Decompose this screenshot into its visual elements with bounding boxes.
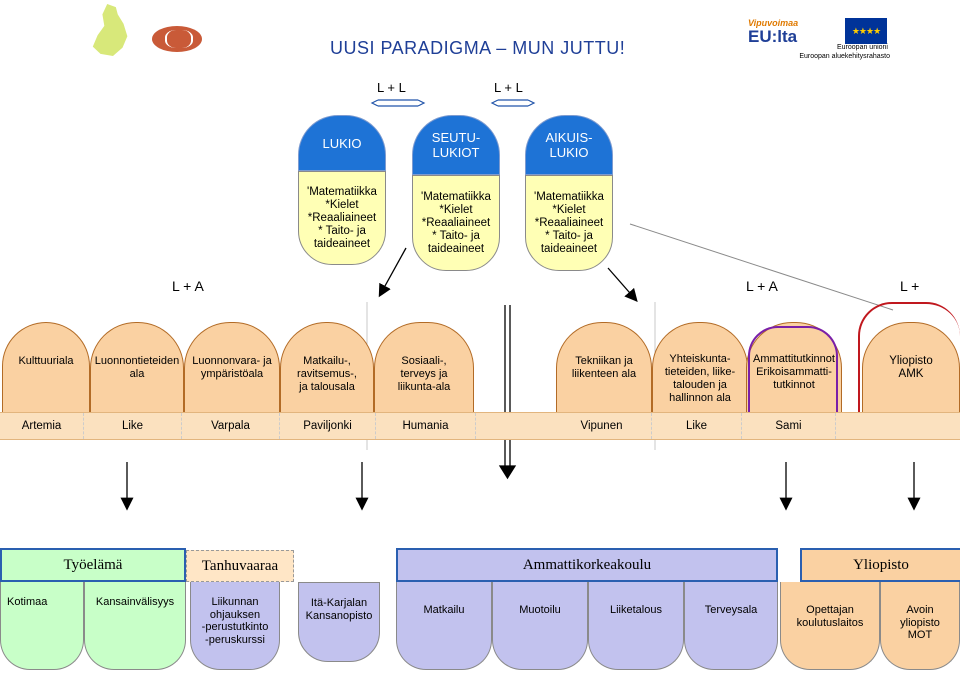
- band-item: Paviljonki: [280, 413, 376, 439]
- school-header-seutulukiot: SEUTU- LUKIOT: [412, 115, 500, 175]
- bottom-item-ita-karjala: Itä-Karjalan Kansanopisto: [298, 582, 380, 662]
- field-label-luonnontieteet: Luonnontieteiden ala: [94, 355, 180, 380]
- bottom-item-opettajankoulutus: Opettajan koulutuslaitos: [780, 582, 880, 670]
- field-label-sosiaali: Sosiaali-, terveys ja liikunta-ala: [397, 355, 451, 393]
- figure-emblem-logo: [152, 26, 202, 52]
- band-item: Humania: [376, 413, 476, 439]
- line-to-yliopisto: [629, 223, 894, 311]
- band-item: Like: [84, 413, 182, 439]
- double-arrow-icon-left: [370, 99, 426, 107]
- bottom-item-matkailu: Matkailu: [396, 582, 492, 670]
- field-arch-luonnontieteet: Luonnontieteiden ala: [90, 322, 184, 412]
- field-label-ammattitutkinnot: Ammattitutkinnot Erikoisammatti- tutkinn…: [753, 353, 835, 391]
- center-double-arrow: [498, 305, 517, 480]
- field-label-matkailu: Matkailu-, ravitsemus-, ja talousala: [297, 355, 357, 393]
- band-item: Sami: [742, 413, 836, 439]
- connector-ll-left: L + L: [377, 80, 406, 95]
- bottom-item-liiketalous: Liiketalous: [588, 582, 684, 670]
- connector-la-right: L +: [900, 278, 920, 294]
- field-arch-sosiaali: Sosiaali-, terveys ja liikunta-ala: [374, 322, 474, 412]
- double-arrow-icon-right: [490, 99, 536, 107]
- connector-la-mid: L + A: [746, 278, 778, 294]
- bottom-item-avoin-yliopisto: Avoin yliopisto MOT: [880, 582, 960, 670]
- field-label-yhteiskunta: Yhteiskunta- tieteiden, liike- talouden …: [664, 353, 736, 404]
- bottom-head-tanhuvaara: Tanhuvaaraa: [186, 550, 294, 582]
- bottom-head-yliopisto: Yliopisto: [800, 548, 960, 582]
- emblem-figure-icon: [165, 30, 193, 48]
- band-gap: [836, 413, 960, 439]
- band-item: Like: [652, 413, 742, 439]
- page-title: UUSI PARADIGMA – MUN JUTTU!: [330, 38, 626, 58]
- bottom-head-amk: Ammattikorkeakoulu: [396, 548, 778, 582]
- field-arch-yhteiskunta: Yhteiskunta- tieteiden, liike- talouden …: [652, 322, 748, 412]
- band-item: Varpala: [182, 413, 280, 439]
- eu-flag-icon: ★★★★: [845, 18, 887, 44]
- school-subjects-seutulukiot: 'Matematiikka *Kielet *Reaaliaineet * Ta…: [412, 175, 500, 271]
- ammatti-outline-purple: [748, 326, 838, 412]
- field-label-tekniikka: Tekniikan ja liikenteen ala: [571, 355, 637, 380]
- school-header-aikuislukio: AIKUIS- LUKIO: [525, 115, 613, 175]
- bottom-item-liikunnan-ohjaus: Liikunnan ohjauksen -perustutkinto -peru…: [190, 582, 280, 670]
- arrow-aikuis-down: [607, 267, 638, 302]
- school-subjects-aikuislukio: 'Matematiikka *Kielet *Reaaliaineet * Ta…: [525, 175, 613, 271]
- connector-la-left: L + A: [172, 278, 204, 294]
- field-label-yliopisto: Yliopisto AMK: [889, 355, 933, 380]
- vipuvoima-logo: Vipuvoimaa EU:lta: [748, 18, 838, 46]
- field-label-luonnonvara: Luonnonvara- ja ympäristöala: [192, 355, 272, 380]
- band-item: Artemia: [0, 413, 84, 439]
- bottom-item-kotimaa: Kotimaa: [0, 582, 84, 670]
- bottom-item-muotoilu: Muotoilu: [492, 582, 588, 670]
- connector-ll-right: L + L: [494, 80, 523, 95]
- eu-caption-line1: Euroopan unioni: [837, 44, 888, 51]
- band-item: Vipunen: [552, 413, 652, 439]
- field-arch-matkailu: Matkailu-, ravitsemus-, ja talousala: [280, 322, 374, 412]
- vipuvoima-text: Vipuvoimaa: [748, 18, 799, 28]
- band-gap: [476, 413, 552, 439]
- bottom-item-terveysala: Terveysala: [684, 582, 778, 670]
- field-arch-luonnonvara: Luonnonvara- ja ympäristöala: [184, 322, 280, 412]
- arrow-lukio-down: [378, 247, 407, 298]
- bottom-item-kansainvalisyys: Kansainvälisyys: [84, 582, 186, 670]
- field-arch-kulttuuriala: Kulttuuriala: [2, 322, 90, 412]
- school-subjects-lukio: 'Matematiikka *Kielet *Reaaliaineet * Ta…: [298, 171, 386, 265]
- field-arch-yliopisto: Yliopisto AMK: [862, 322, 960, 412]
- bottom-head-tyoelama: Työelämä: [0, 548, 186, 582]
- field-arch-tekniikka: Tekniikan ja liikenteen ala: [556, 322, 652, 412]
- eu-caption-line2: Euroopan aluekehitysrahasto: [799, 53, 890, 60]
- field-label-kulttuuriala: Kulttuuriala: [18, 355, 74, 367]
- network-band: Artemia Like Varpala Paviljonki Humania …: [0, 412, 960, 440]
- eu-lta-text: EU:lta: [748, 27, 798, 46]
